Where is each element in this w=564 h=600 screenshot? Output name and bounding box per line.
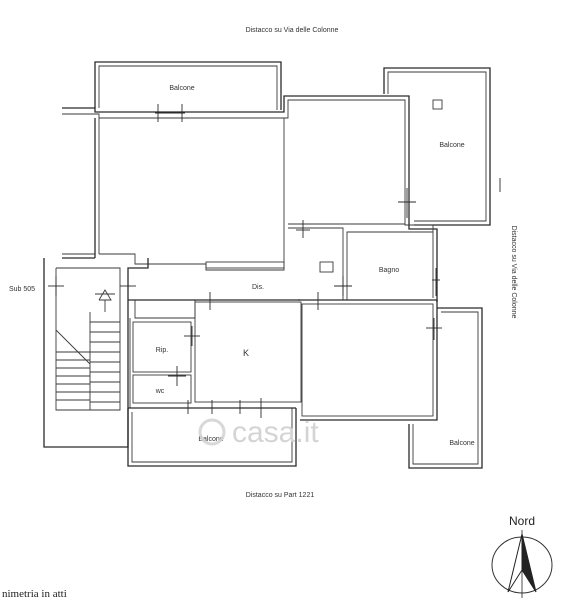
- room-balcone-top: Balcone: [169, 85, 194, 92]
- room-balcone-right-top: Balcone: [439, 142, 464, 149]
- bottom-setback-label: Distacco su Part 1221: [246, 492, 315, 499]
- room-wc: wc: [155, 388, 165, 395]
- room-balcone-bottom-left: Balcone: [198, 436, 223, 443]
- north-arrow-icon: [491, 530, 553, 598]
- room-upper-middle: [288, 223, 433, 300]
- page-caption: nimetria in atti: [2, 588, 67, 600]
- building-outer-walls: [62, 95, 438, 302]
- right-setback-label: Distacco su Via delle Colonne: [510, 226, 517, 319]
- room-k: K: [243, 348, 249, 358]
- bagno-outline: [319, 261, 433, 301]
- stairs-icon: [55, 289, 120, 403]
- casa-logo-icon: [198, 418, 226, 446]
- balcone-bottom-right-outline: [408, 307, 483, 469]
- stair-block: [43, 258, 149, 448]
- room-lower-right: [298, 299, 438, 421]
- door-marks: [48, 104, 501, 418]
- balcone-top-outline: [94, 61, 282, 110]
- room-balcone-bottom-right: Balcone: [449, 440, 474, 447]
- room-dis: Dis.: [252, 284, 264, 291]
- watermark-text: casa.it: [232, 416, 319, 449]
- room-rip: Rip.: [156, 347, 169, 354]
- rip-wc-rooms: [129, 318, 192, 408]
- top-setback-label: Distacco su Via delle Colonne: [246, 27, 339, 34]
- kitchen-outline: [128, 299, 302, 403]
- big-room-upper-left: [99, 118, 285, 271]
- room-bagno: Bagno: [379, 267, 399, 274]
- north-label: Nord: [509, 514, 535, 528]
- balcone-right-top-outline: [383, 67, 491, 226]
- sub-label: Sub 505: [9, 286, 35, 293]
